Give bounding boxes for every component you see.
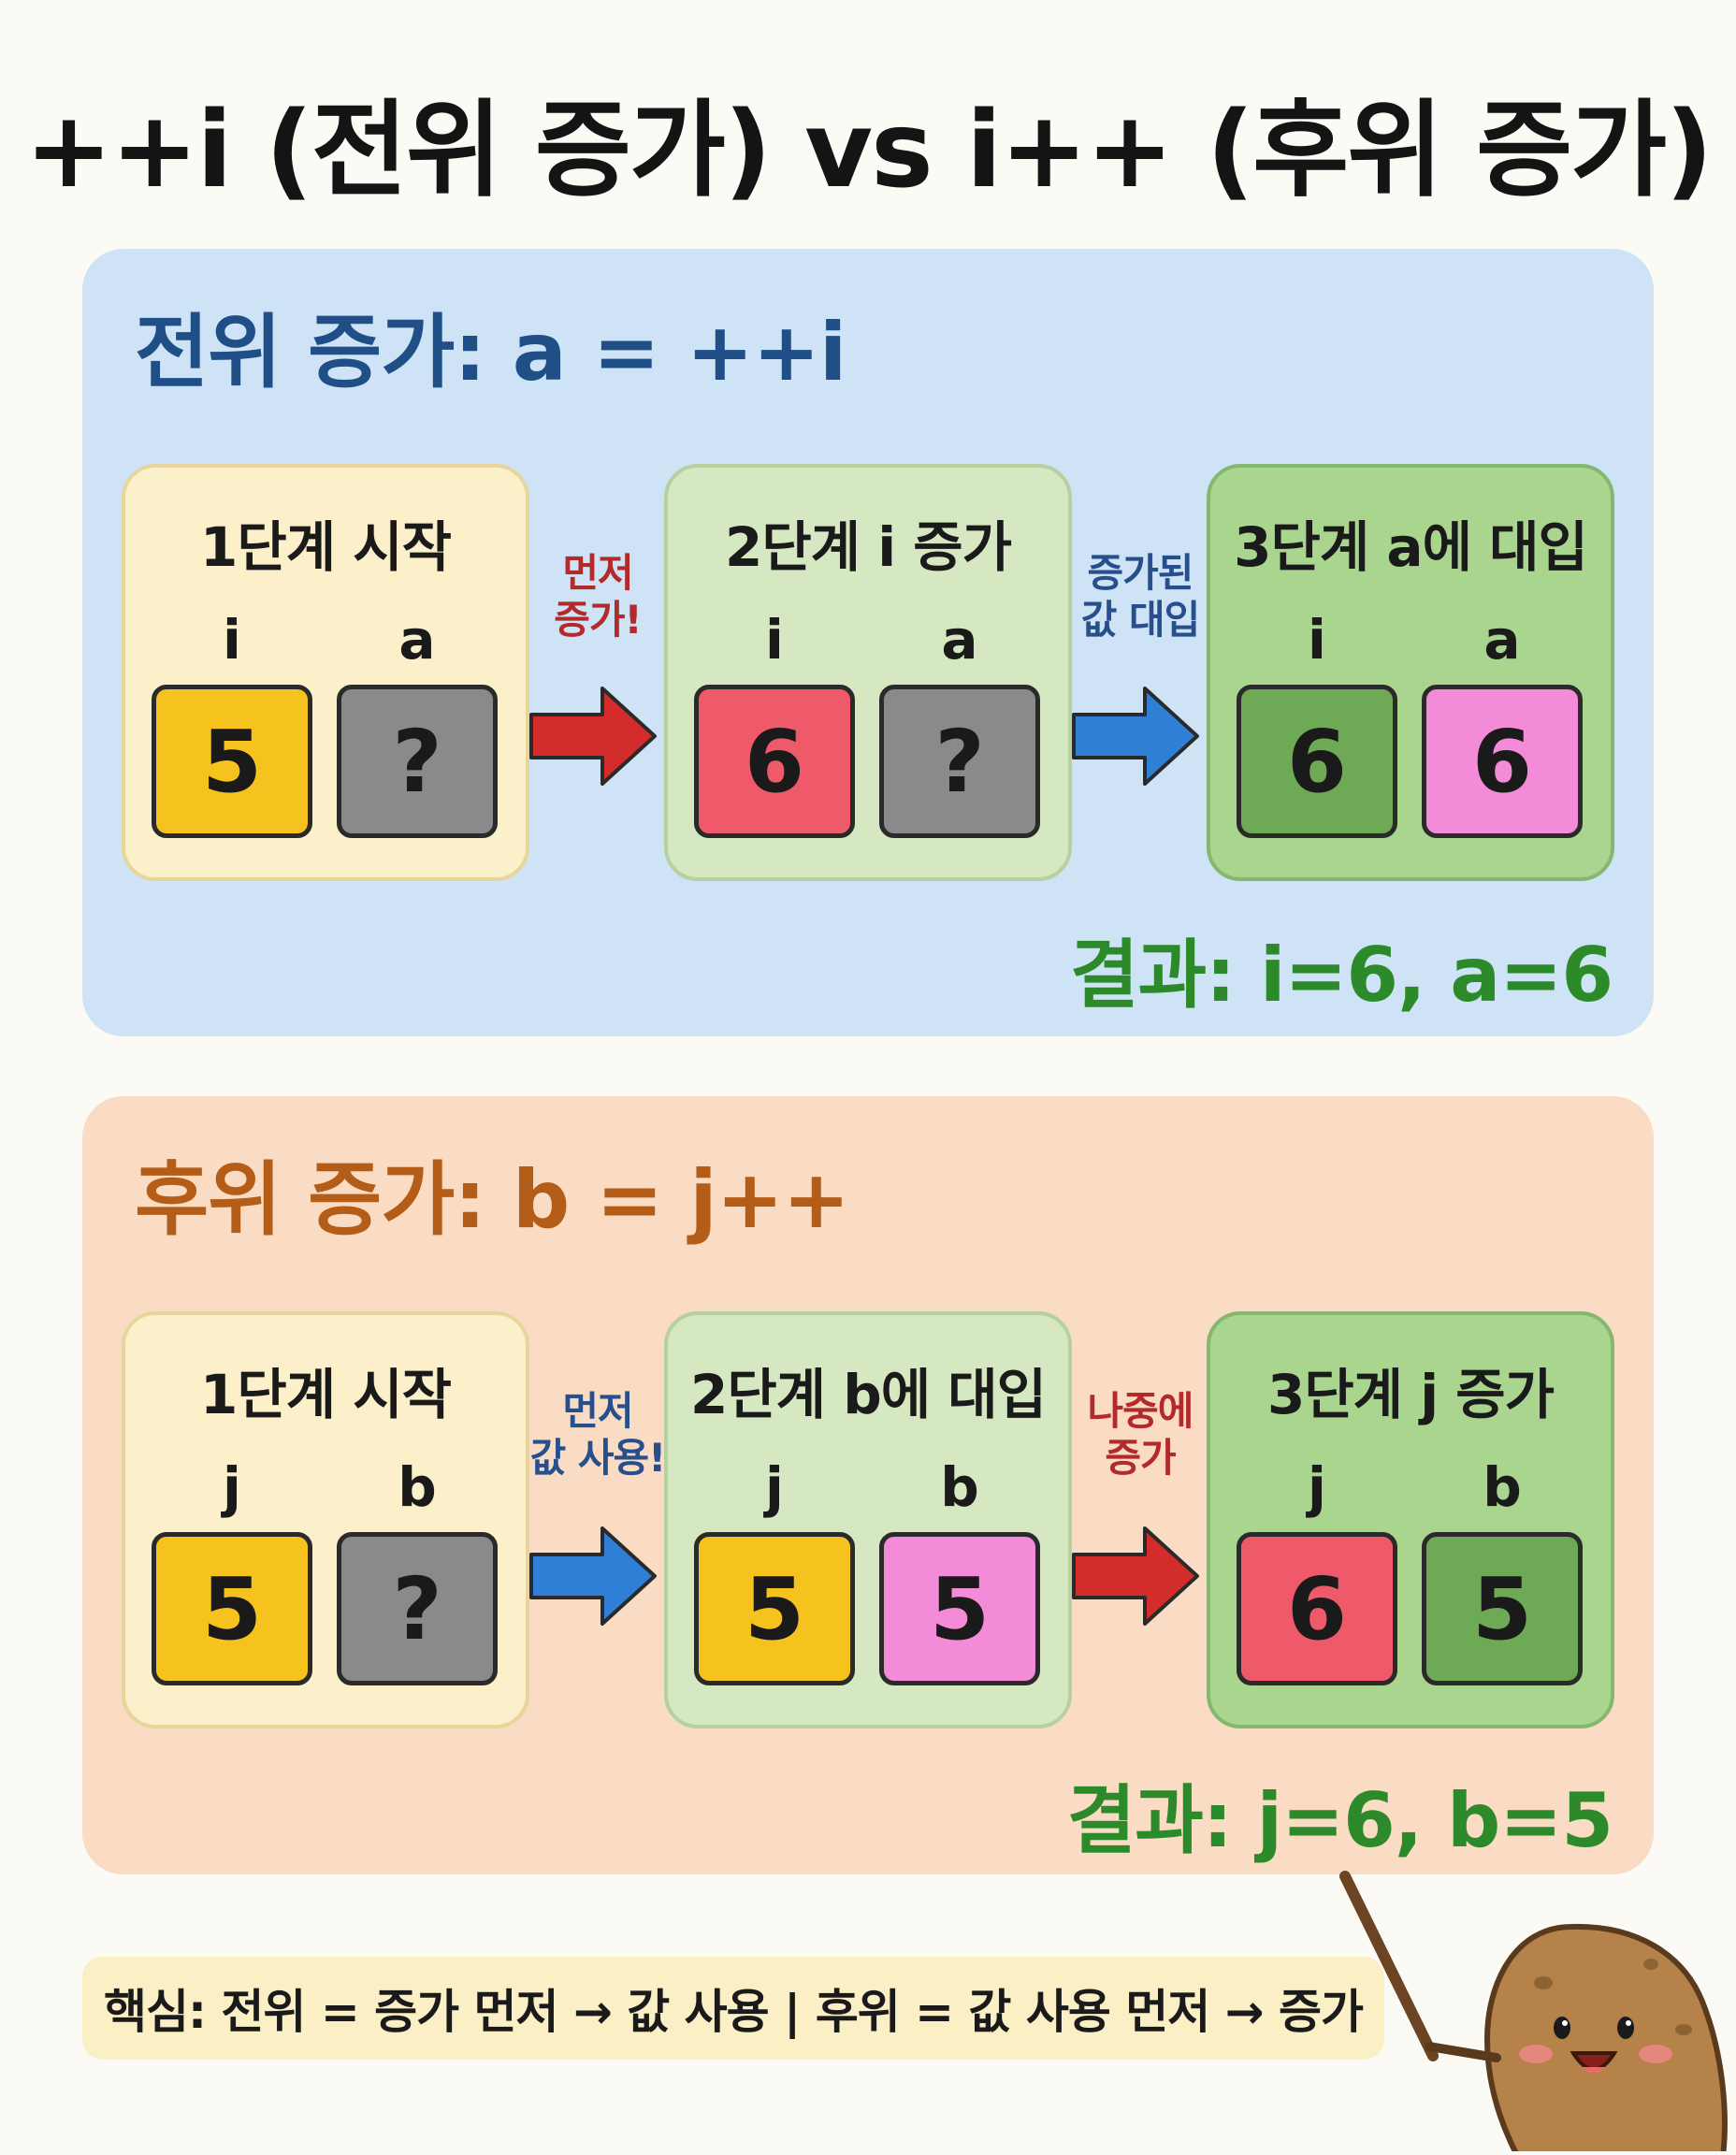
red-arrow-icon bbox=[1072, 1526, 1199, 1626]
arrow-label: 먼저 증가! bbox=[518, 550, 677, 644]
prefix-section-title: 전위 증가: a = ++i bbox=[135, 306, 846, 399]
arrow-label-line: 값 대입 bbox=[1080, 597, 1201, 644]
prefix-result: 결과: i=6, a=6 bbox=[1069, 932, 1613, 1019]
arrow-label: 증가된 값 대입 bbox=[1061, 550, 1220, 644]
value-box-a: ? bbox=[879, 685, 1040, 838]
prefix-section: 전위 증가: a = ++i 1단계 시작 i a 5 ? 먼저 증가! 2단계… bbox=[82, 249, 1654, 1036]
var-label-a: a bbox=[398, 608, 436, 672]
value-box-j: 5 bbox=[694, 1532, 855, 1685]
value-box-j: 5 bbox=[152, 1532, 312, 1685]
page-title: ++i (전위 증가) vs i++ (후위 증가) bbox=[24, 90, 1714, 211]
value-box-j: 6 bbox=[1237, 1532, 1397, 1685]
arrow-label-line: 나중에 bbox=[1087, 1388, 1194, 1434]
var-label-b: b bbox=[1483, 1455, 1522, 1519]
blue-arrow-icon bbox=[1072, 687, 1199, 786]
step-title: 2단계 i 증가 bbox=[724, 515, 1012, 579]
var-label-i: i bbox=[765, 608, 784, 672]
key-note: 핵심: 전위 = 증가 먼저 → 값 사용 | 후위 = 값 사용 먼저 → 증… bbox=[82, 1957, 1384, 2060]
value-box-b: ? bbox=[337, 1532, 498, 1685]
blue-arrow-icon bbox=[529, 1526, 657, 1626]
var-label-i: i bbox=[223, 608, 241, 672]
step-title: 2단계 b에 대입 bbox=[689, 1363, 1047, 1426]
prefix-step-3: 3단계 a에 대입 i a 6 6 bbox=[1207, 464, 1614, 881]
arrow-label-line: 증가 bbox=[1105, 1435, 1176, 1482]
postfix-section: 후위 증가: b = j++ 1단계 시작 j b 5 ? 먼저 값 사용! 2… bbox=[82, 1096, 1654, 1874]
step-title: 1단계 시작 bbox=[200, 1363, 452, 1426]
postfix-step-1: 1단계 시작 j b 5 ? bbox=[122, 1311, 529, 1728]
value-box-b: 5 bbox=[1422, 1532, 1583, 1685]
value-box-i: 6 bbox=[694, 685, 855, 838]
postfix-result: 결과: j=6, b=5 bbox=[1066, 1777, 1613, 1864]
value-box-i: 6 bbox=[1237, 685, 1397, 838]
value-box-b: 5 bbox=[879, 1532, 1040, 1685]
arrow-label-line: 증가! bbox=[554, 597, 642, 644]
potato-mascot-icon bbox=[1339, 1871, 1728, 2151]
var-label-i: i bbox=[1308, 608, 1326, 672]
arrow-label-line: 먼저 bbox=[562, 550, 633, 596]
step-title: 1단계 시작 bbox=[200, 515, 452, 579]
value-box-i: 5 bbox=[152, 685, 312, 838]
postfix-step-2: 2단계 b에 대입 j b 5 5 bbox=[664, 1311, 1072, 1728]
var-label-b: b bbox=[398, 1455, 437, 1519]
value-box-a: 6 bbox=[1422, 685, 1583, 838]
postfix-step-3: 3단계 j 증가 j b 6 5 bbox=[1207, 1311, 1614, 1728]
prefix-step-1: 1단계 시작 i a 5 ? bbox=[122, 464, 529, 881]
arrow-label-line: 먼저 bbox=[562, 1388, 633, 1434]
postfix-section-title: 후위 증가: b = j++ bbox=[135, 1153, 850, 1247]
var-label-j: j bbox=[1308, 1455, 1326, 1519]
var-label-a: a bbox=[941, 608, 978, 672]
var-label-j: j bbox=[765, 1455, 784, 1519]
arrow-label: 먼저 값 사용! bbox=[518, 1388, 677, 1482]
var-label-b: b bbox=[940, 1455, 979, 1519]
arrow-label: 나중에 증가 bbox=[1061, 1388, 1220, 1482]
arrow-label-line: 증가된 bbox=[1087, 550, 1194, 596]
step-title: 3단계 a에 대입 bbox=[1234, 515, 1588, 579]
var-label-j: j bbox=[223, 1455, 241, 1519]
value-box-a: ? bbox=[337, 685, 498, 838]
red-arrow-icon bbox=[529, 687, 657, 786]
var-label-a: a bbox=[1483, 608, 1521, 672]
step-title: 3단계 j 증가 bbox=[1266, 1363, 1555, 1426]
arrow-label-line: 값 사용! bbox=[529, 1435, 667, 1482]
prefix-step-2: 2단계 i 증가 i a 6 ? bbox=[664, 464, 1072, 881]
